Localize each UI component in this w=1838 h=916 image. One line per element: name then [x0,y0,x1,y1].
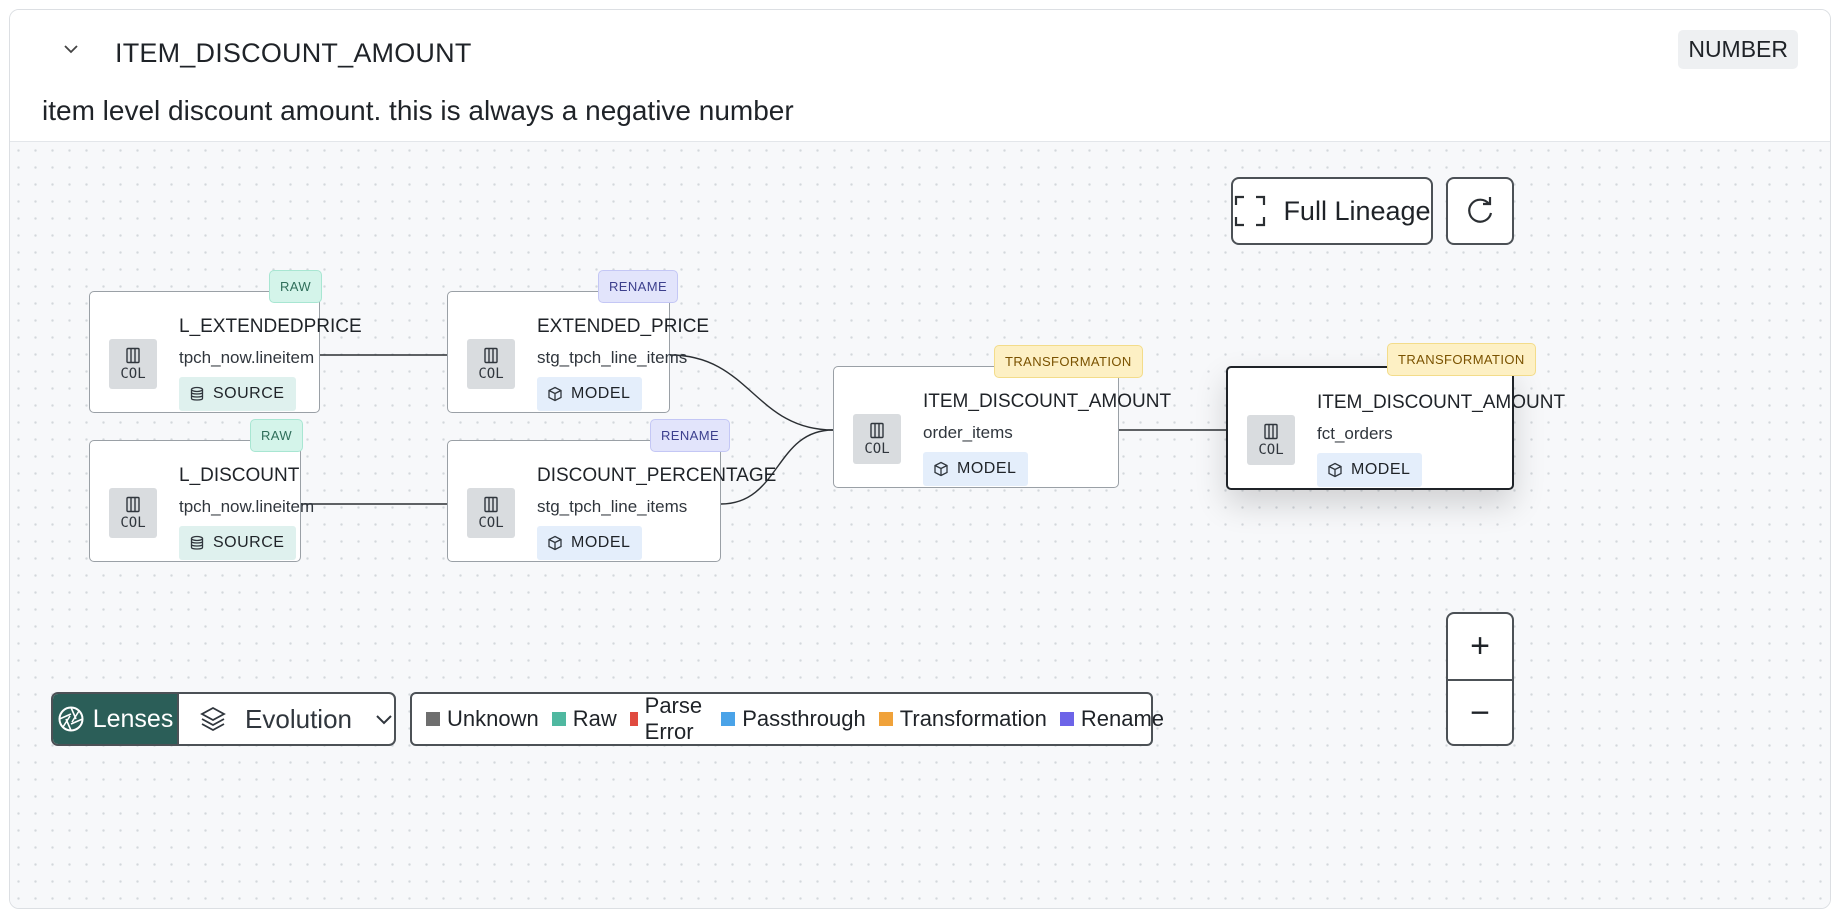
cube-icon [1328,462,1342,478]
lineage-node[interactable]: COL L_EXTENDEDPRICE tpch_now.lineitem SO… [89,291,362,413]
edge [720,429,834,505]
column-name: ITEM_DISCOUNT_AMOUNT [115,38,472,68]
cube-icon [934,461,948,477]
node-parent-name: fct_orders [1317,424,1393,443]
lenses-button[interactable]: Lenses [53,694,178,744]
node-kind-tag: MODEL [537,526,643,560]
node-column-name: ITEM_DISCOUNT_AMOUNT [923,391,1172,412]
node-kind-label: SOURCE [213,385,285,402]
lineage-node-selected[interactable]: COL ITEM_DISCOUNT_AMOUNT fct_orders MODE… [1226,366,1565,490]
legend-label: Transformation [899,706,1047,731]
column-icon: COL [1247,415,1295,465]
legend-swatch [426,712,440,726]
node-badge: RENAME [598,270,679,303]
column-icon: COL [109,488,157,538]
column-icon: COL [467,339,515,389]
lineage-node[interactable]: COL L_DISCOUNT tpch_now.lineitem SOURCE [89,440,314,562]
legend-item: Transformation [878,706,1047,732]
node-parent-name: order_items [923,423,1013,442]
database-icon [190,386,204,401]
legend-swatch [551,712,566,726]
legend-item: Raw [551,706,617,732]
cube-icon [548,535,562,551]
node-kind-tag: MODEL [537,377,643,411]
full-lineage-label: Full Lineage [1283,195,1431,226]
zoom-controls: + − [1446,612,1514,746]
column-type-badge: NUMBER [1678,30,1798,69]
column-card: ITEM_DISCOUNT_AMOUNT NUMBER item level d… [9,9,1831,909]
lineage-edges [301,354,1226,505]
node-parent-name: stg_tpch_line_items [537,348,688,367]
lineage-canvas[interactable]: COL L_EXTENDEDPRICE tpch_now.lineitem SO… [10,142,1830,908]
zoom-out-button[interactable]: − [1470,694,1490,732]
lineage-node[interactable]: COL DISCOUNT_PERCENTAGE stg_tpch_line_it… [447,440,776,562]
cube-icon [548,386,562,402]
column-icon: COL [109,339,157,389]
database-icon [190,535,204,550]
legend-label: Passthrough [742,706,866,731]
legend-label: Parse Error [644,693,703,744]
aperture-icon [58,706,84,732]
lenses-label: Lenses [92,704,174,733]
refresh-button[interactable] [1446,177,1514,245]
col-label: COL [478,514,504,531]
lens-selected-label: Evolution [245,703,352,734]
lineage-node[interactable]: COL EXTENDED_PRICE stg_tpch_line_items M… [447,291,709,413]
legend-swatch [721,712,736,726]
lens-select[interactable]: Evolution [177,694,394,744]
column-icon: COL [467,488,515,538]
legend-item: Unknown [426,706,539,732]
node-column-name: EXTENDED_PRICE [537,316,710,337]
column-header: ITEM_DISCOUNT_AMOUNT NUMBER item level d… [10,10,1830,142]
legend-item: Parse Error [629,693,708,745]
node-kind-tag: SOURCE [179,526,297,560]
col-label: COL [864,440,890,457]
column-description: item level discount amount. this is alwa… [42,95,794,126]
node-parent-name: tpch_now.lineitem [179,348,315,367]
node-column-name: ITEM_DISCOUNT_AMOUNT [1317,392,1566,413]
node-kind-tag: MODEL [1317,453,1423,487]
legend-label: Unknown [447,706,539,731]
node-badge: RAW [269,270,323,303]
refresh-icon [1468,197,1493,223]
edge [669,354,834,431]
chevron-down-icon [376,715,392,725]
node-kind-label: MODEL [1351,461,1411,478]
legend-label: Rename [1080,706,1165,731]
layers-icon [200,706,226,732]
node-badge: RENAME [650,419,731,452]
col-label: COL [478,365,504,382]
chevron-down-icon[interactable] [60,38,82,60]
node-kind-label: MODEL [571,534,631,551]
col-label: COL [120,514,146,531]
node-kind-label: MODEL [571,385,631,402]
legend: Unknown Raw Parse Error Passthrough Tran… [410,692,1164,746]
legend-label: Raw [572,706,617,731]
node-column-name: L_DISCOUNT [179,465,300,486]
node-parent-name: stg_tpch_line_items [537,497,688,516]
expand-icon [1235,195,1266,227]
lineage-node[interactable]: COL ITEM_DISCOUNT_AMOUNT order_items MOD… [833,366,1171,488]
legend-swatch [878,712,893,726]
legend-swatch [1059,712,1074,726]
legend-item: Rename [1059,706,1165,732]
node-badge: TRANSFORMATION [994,345,1143,378]
col-label: COL [1258,441,1284,458]
legend-swatch [629,712,638,726]
node-column-name: L_EXTENDEDPRICE [179,316,362,337]
col-label: COL [120,365,146,382]
lenses-bar: Lenses Evolution [51,692,396,746]
column-icon: COL [853,414,901,464]
node-badge: RAW [250,419,304,452]
full-lineage-button[interactable]: Full Lineage [1231,177,1433,245]
node-kind-label: MODEL [957,460,1017,477]
legend-item: Passthrough [721,706,866,732]
node-kind-label: SOURCE [213,534,285,551]
zoom-in-button[interactable]: + [1448,614,1512,681]
node-column-name: DISCOUNT_PERCENTAGE [537,465,777,486]
node-parent-name: tpch_now.lineitem [179,497,315,516]
node-kind-tag: SOURCE [179,377,297,411]
node-kind-tag: MODEL [923,452,1029,486]
node-badge: TRANSFORMATION [1387,343,1536,376]
